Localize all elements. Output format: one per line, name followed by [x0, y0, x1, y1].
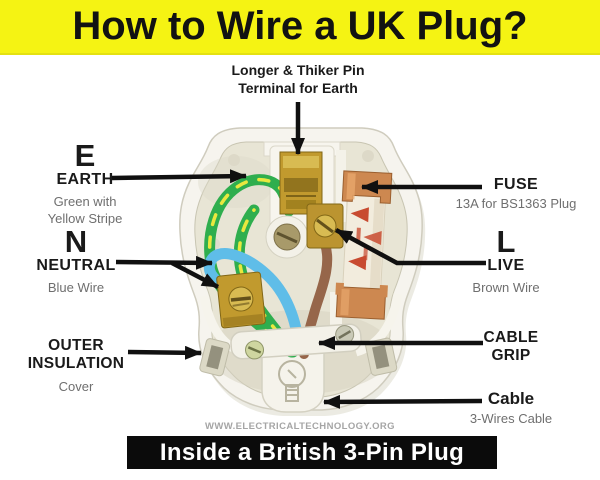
outer-insulation-name-line1: OUTER	[48, 337, 104, 354]
cable-grip-bar	[230, 323, 362, 360]
cable-desc: 3-Wires Cable	[469, 411, 553, 426]
fuse-desc: 13A for BS1363 Plug	[455, 195, 577, 211]
pin-slot-right	[365, 337, 398, 376]
fuse-name: FUSE	[493, 176, 539, 193]
footer-title: Inside a British 3-Pin Plug	[159, 438, 465, 466]
neutral-letter: N	[64, 224, 88, 259]
earth-pin-text-line1: Longer & Thiker Pin	[231, 62, 365, 78]
label-fuse: FUSE 13A for BS1363 Plug	[446, 176, 586, 212]
page-title: How to Wire a UK Plug?	[72, 4, 528, 48]
arrow-outer-insulation	[127, 345, 202, 360]
arrow-neutral-wire	[115, 255, 213, 270]
cable-name: Cable	[487, 389, 535, 408]
earth-pin-text-line2: Terminal for Earth	[238, 79, 358, 96]
live-letter: L	[496, 224, 516, 259]
label-neutral: N NEUTRAL Blue Wire	[15, 226, 137, 296]
cable-grip-name-line2: GRIP	[491, 347, 531, 365]
label-earth-pin: Longer & Thiker Pin Terminal for Earth	[198, 62, 398, 98]
bulb-logo	[278, 360, 306, 402]
label-outer-insulation: OUTER INSULATION Cover	[15, 337, 137, 395]
label-cable-grip: CABLE GRIP	[456, 329, 566, 366]
earth-desc-line1: Green with	[53, 193, 117, 209]
centre-screw	[265, 215, 309, 259]
label-live: L LIVE Brown Wire	[446, 226, 566, 296]
pin-slot-left	[199, 338, 231, 377]
neutral-terminal	[216, 271, 266, 329]
neutral-desc: Blue Wire	[47, 279, 105, 295]
outer-insulation-desc: Cover	[58, 378, 94, 394]
header-banner: How to Wire a UK Plug?	[0, 0, 600, 55]
live-name: LIVE	[487, 257, 525, 274]
cable-grip-name-line1: CABLE	[483, 329, 539, 346]
outer-insulation-name-line2: INSULATION	[27, 355, 125, 373]
arrow-neutral-terminal	[170, 261, 220, 289]
diagram-area: Longer & Thiker Pin Terminal for Earth E…	[0, 55, 600, 480]
arrow-cable	[323, 394, 483, 409]
arrow-live-terminal	[334, 228, 486, 266]
earth-letter: E	[74, 138, 96, 173]
annotation-arrows	[111, 102, 486, 409]
arrow-earth-wire	[111, 169, 247, 184]
watermark-url: WWW.ELECTRICALTECHNOLOGY.ORG	[205, 421, 395, 432]
earth-name: EARTH	[56, 171, 114, 188]
earth-desc-line2: Yellow Stripe	[47, 210, 123, 226]
label-cable: Cable 3-Wires Cable	[446, 389, 576, 427]
label-earth: E EARTH Green with Yellow Stripe	[24, 140, 146, 227]
neutral-name: NEUTRAL	[36, 257, 116, 274]
plug-illustration	[111, 102, 486, 416]
live-desc: Brown Wire	[472, 279, 540, 295]
live-terminal	[306, 203, 344, 249]
footer-title-banner: Inside a British 3-Pin Plug	[127, 436, 497, 469]
